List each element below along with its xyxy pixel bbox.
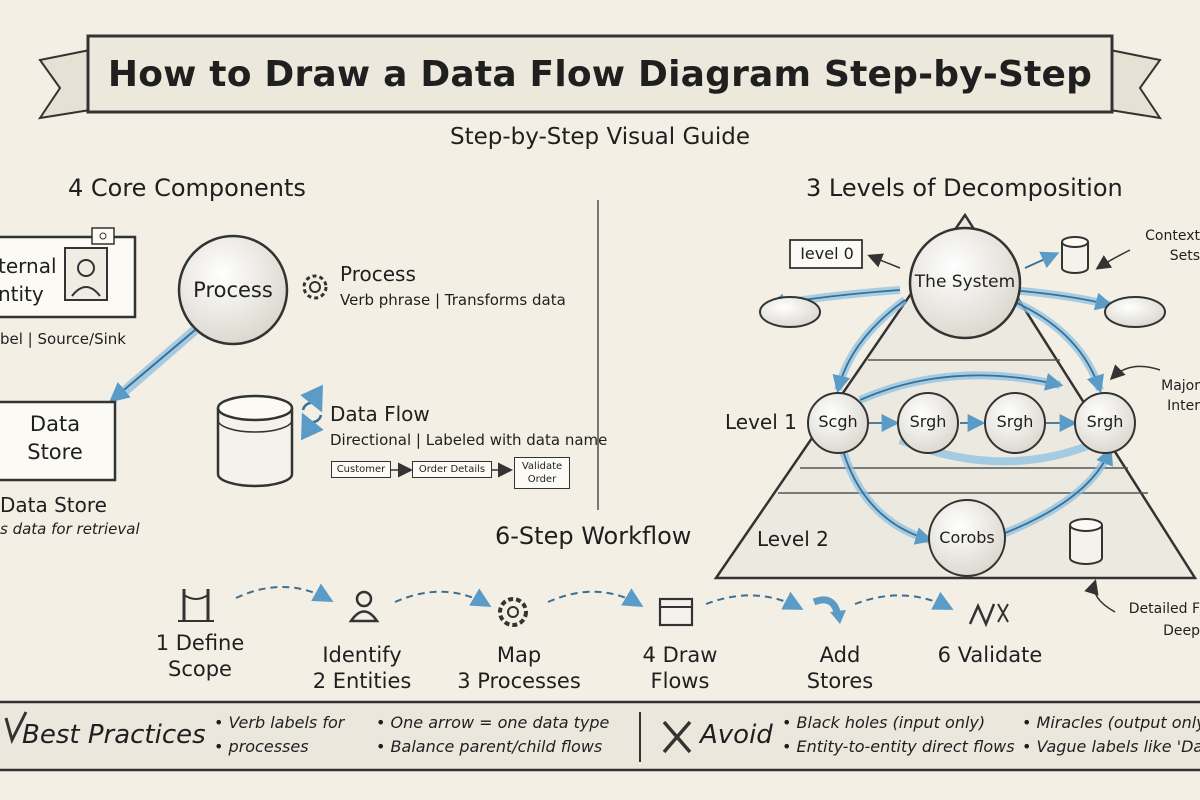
level0-tag <box>789 239 863 269</box>
step-1-label: 1 Define Scope <box>155 631 245 681</box>
person-icon <box>348 590 380 623</box>
subprocess-circle-3 <box>984 392 1046 454</box>
check-icon <box>4 711 28 745</box>
avoid-item-1: Black holes (input only) <box>782 712 986 734</box>
subprocess-label-3: Srgh <box>996 412 1034 431</box>
external-ellipse-left <box>759 296 821 328</box>
fence-icon <box>178 589 214 622</box>
person-icon <box>64 247 108 301</box>
process-node-label: Process <box>193 278 273 302</box>
avoid-item-4: Vague labels like 'Dat <box>1022 736 1200 758</box>
levels-heading: 3 Levels of Decomposition <box>806 174 1123 202</box>
subprocess-label-1: Scgh <box>818 412 858 431</box>
step-6-label: 6 Validate <box>937 643 1043 667</box>
avoid-item-3: Miracles (output only <box>1022 712 1200 734</box>
page-title: How to Draw a Data Flow Diagram Step-by-… <box>107 53 1093 95</box>
x-icon <box>662 720 692 754</box>
gear-icon <box>498 597 528 627</box>
flow-example-validate: Validate Order <box>514 457 570 489</box>
avoid-item-2: Entity-to-entity direct flows <box>782 736 1015 758</box>
level1-label: Level 1 <box>725 410 797 434</box>
refresh-icon <box>300 384 324 441</box>
process-to-store-arrow <box>108 329 196 403</box>
flow-example-order-details: Order Details <box>412 461 492 478</box>
arrow-icon <box>812 596 846 624</box>
detail-label: Corobs <box>939 528 995 547</box>
best-item-1: Verb labels for <box>214 712 345 734</box>
level2-label: Level 2 <box>757 527 829 551</box>
note-major: Major Inter <box>1161 378 1200 414</box>
flow-title: Data Flow <box>330 402 430 426</box>
flow-desc: Directional | Labeled with data name <box>330 431 608 449</box>
system-label: The System <box>914 272 1016 292</box>
title-ribbon <box>37 34 1163 120</box>
external-ellipse-right <box>1104 296 1166 328</box>
best-item-4: Balance parent/child flows <box>376 736 603 758</box>
subprocess-circle-4 <box>1074 392 1136 454</box>
subprocess-label-2: Srgh <box>909 412 947 431</box>
gear-icon <box>302 274 328 300</box>
store-box <box>0 400 117 482</box>
best-practices-heading: Best Practices <box>22 720 206 750</box>
step-3-label: Map 3 Processes <box>457 643 581 693</box>
best-item-2: processes <box>214 736 309 758</box>
note-context: Context Sets <box>1145 228 1200 264</box>
tag-icon <box>91 227 115 245</box>
page-subtitle: Step-by-Step Visual Guide <box>450 124 750 150</box>
process-title: Process <box>340 262 416 286</box>
system-circle <box>908 226 1022 340</box>
subprocess-circle-1 <box>807 392 869 454</box>
best-item-3: One arrow = one data type <box>376 712 610 734</box>
subprocess-circle-2 <box>897 392 959 454</box>
step-4-label: 4 Draw Flows <box>642 643 718 693</box>
note-detailed: Detailed F Deep <box>1128 601 1200 639</box>
flow-example-customer: Customer <box>331 461 391 478</box>
workflow-heading: 6-Step Workflow <box>495 522 692 550</box>
entity-caption: bel | Source/Sink <box>0 330 126 348</box>
check-wave-icon <box>968 602 1009 628</box>
database-cylinder-icon <box>216 394 294 488</box>
process-desc: Verb phrase | Transforms data <box>340 291 566 309</box>
store-title: Data Store <box>0 493 107 517</box>
database-cylinder-icon <box>1069 518 1103 565</box>
box-icon <box>658 597 694 627</box>
step-5-label: Add Stores <box>806 643 874 693</box>
step-2-label: Identify 2 Entities <box>312 643 412 693</box>
subprocess-label-4: Srgh <box>1086 412 1124 431</box>
process-circle <box>177 234 289 346</box>
store-box-label: Data Store <box>27 412 83 464</box>
database-cylinder-icon <box>1061 236 1089 274</box>
entity-box-label: ternal ntity <box>0 254 57 306</box>
level0-tag-text: Ievel 0 <box>800 244 854 263</box>
store-desc: s data for retrieval <box>0 520 140 538</box>
detail-circle <box>928 499 1006 577</box>
core-components-heading: 4 Core Components <box>68 174 306 202</box>
avoid-heading: Avoid <box>700 720 773 750</box>
